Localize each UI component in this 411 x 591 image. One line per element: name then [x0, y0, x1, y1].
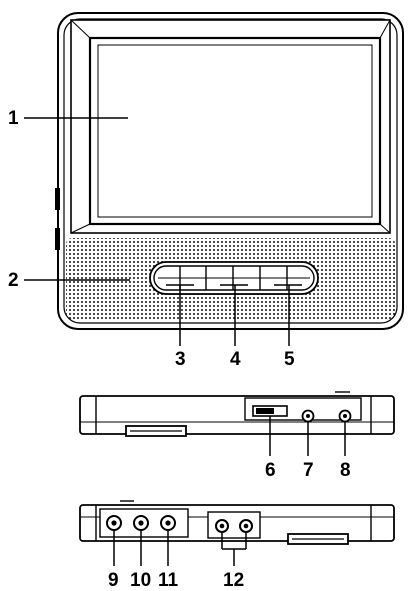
jack-11-core — [165, 520, 171, 526]
side-jack-upper — [55, 188, 60, 210]
bezel-corner-line — [70, 19, 91, 39]
callout-10: 10 — [130, 570, 151, 591]
callout-7: 7 — [303, 460, 314, 481]
callout-5: 5 — [284, 349, 295, 370]
slide-switch-knob — [256, 408, 274, 414]
bezel-corner-line — [379, 19, 391, 39]
callout-4: 4 — [230, 349, 241, 370]
bezel-corner-line — [379, 223, 391, 234]
callout-3: 3 — [175, 349, 186, 370]
callout-8: 8 — [340, 460, 351, 481]
side-view-bottom: 9 10 11 12 — [79, 500, 395, 591]
side-jack-lower — [55, 228, 60, 250]
device-body-inner-edge — [63, 18, 398, 324]
jack-10-core — [138, 520, 144, 526]
lcd-screen — [88, 36, 382, 226]
callout-9: 9 — [108, 570, 119, 591]
jack-8-core — [343, 414, 347, 418]
side-view-top: 6 7 8 — [79, 391, 395, 481]
callout-2: 2 — [8, 270, 19, 291]
callout-1: 1 — [8, 108, 19, 129]
callout-6: 6 — [265, 460, 276, 481]
jack-9-core — [111, 520, 117, 526]
front-view: 1 2 3 4 5 — [8, 12, 404, 370]
jack-7-core — [306, 414, 310, 418]
lcd-screen-inner-edge — [97, 44, 373, 218]
callout-12: 12 — [223, 570, 244, 591]
callout-11: 11 — [158, 570, 179, 591]
jack-12-right-core — [243, 523, 249, 529]
bezel-corner-line — [70, 223, 91, 234]
jack-12-left-core — [219, 523, 225, 529]
